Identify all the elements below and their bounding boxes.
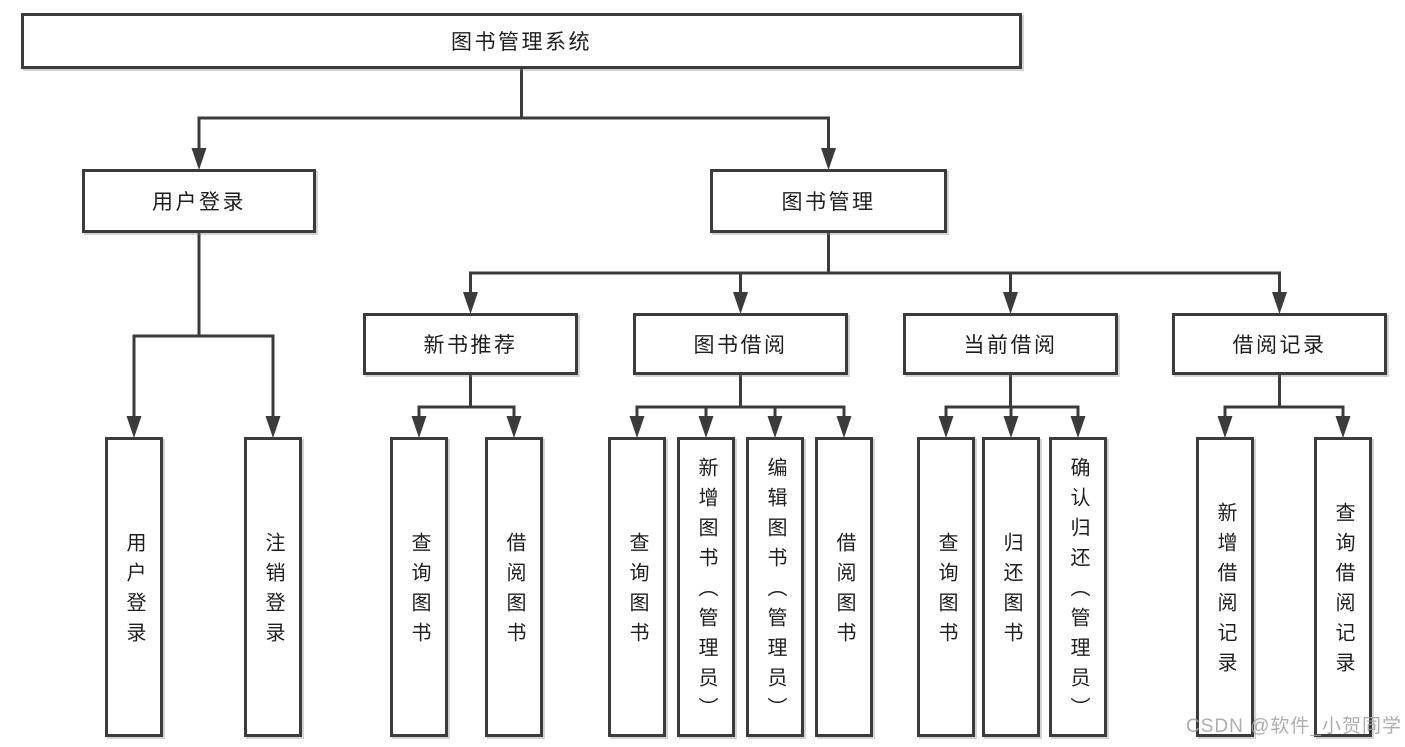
node-label: 图书管理系统 [451, 31, 592, 54]
arrowhead-icon [1070, 416, 1086, 438]
arrowhead-icon [1217, 416, 1233, 438]
node-label: 图书借阅 [693, 334, 788, 357]
arrowhead-icon [506, 416, 522, 438]
arrowhead-icon [191, 148, 207, 170]
arrowhead-icon [1335, 416, 1351, 438]
node-label: 归还图书 [1000, 532, 1022, 652]
node-label: 借阅图书 [503, 532, 525, 652]
arrowhead-icon [698, 416, 714, 438]
arrowhead-icon [1003, 292, 1018, 314]
arrowhead-icon [733, 292, 748, 314]
arrowhead-icon [821, 148, 836, 170]
node-label: 查询图书 [626, 532, 648, 652]
node-leaf-query-books-2: 查询图书 [608, 437, 666, 737]
node-label: 查询图书 [935, 532, 957, 652]
node-label: 注销登录 [262, 532, 284, 652]
node-leaf-add-borrow-record: 新增借阅记录 [1196, 437, 1254, 737]
watermark: CSDN @软件_小贺同学 [1186, 716, 1402, 737]
node-book-management: 图书管理 [710, 169, 947, 233]
node-label: 图书管理 [781, 191, 876, 214]
node-label: 借阅记录 [1232, 334, 1327, 357]
node-current-borrowing: 当前借阅 [903, 313, 1118, 375]
node-label: 新增借阅记录 [1214, 502, 1236, 682]
node-leaf-borrow-books-2: 借阅图书 [815, 437, 873, 737]
node-label: 新增图书（管理员） [695, 457, 717, 727]
arrowhead-icon [265, 416, 281, 438]
node-leaf-add-books: 新增图书（管理员） [677, 437, 735, 737]
node-label: 用户登录 [152, 191, 246, 214]
node-label: 新书推荐 [423, 334, 518, 357]
node-leaf-query-books-3: 查询图书 [917, 437, 975, 737]
node-label: 确认归还（管理员） [1067, 457, 1089, 727]
node-label: 用户登录 [123, 532, 145, 652]
arrowhead-icon [938, 416, 954, 438]
node-leaf-logout: 注销登录 [244, 437, 302, 737]
node-leaf-borrow-books-1: 借阅图书 [485, 437, 543, 737]
node-label: 编辑图书（管理员） [764, 457, 786, 727]
node-root: 图书管理系统 [21, 13, 1022, 69]
arrowhead-icon [767, 416, 783, 438]
node-label: 查询图书 [408, 532, 430, 652]
node-label: 当前借阅 [963, 334, 1058, 357]
arrowhead-icon [126, 416, 142, 438]
arrowhead-icon [836, 416, 852, 438]
node-leaf-user-login: 用户登录 [105, 437, 163, 737]
arrowhead-icon [463, 292, 478, 314]
node-label: 借阅图书 [833, 532, 855, 652]
node-new-book-recommend: 新书推荐 [363, 313, 578, 375]
arrowhead-icon [411, 416, 427, 438]
node-borrowing-records: 借阅记录 [1172, 313, 1387, 375]
node-user-login: 用户登录 [82, 169, 316, 233]
arrowhead-icon [1003, 416, 1019, 438]
node-book-borrowing: 图书借阅 [633, 313, 848, 375]
node-leaf-query-books-1: 查询图书 [390, 437, 448, 737]
arrowhead-icon [1272, 292, 1287, 314]
arrowhead-icon [629, 416, 645, 438]
node-leaf-edit-books: 编辑图书（管理员） [746, 437, 804, 737]
node-label: 查询借阅记录 [1332, 502, 1354, 682]
node-leaf-confirm-return: 确认归还（管理员） [1049, 437, 1107, 737]
node-leaf-return-books: 归还图书 [982, 437, 1040, 737]
node-leaf-query-borrow-record: 查询借阅记录 [1314, 437, 1372, 737]
